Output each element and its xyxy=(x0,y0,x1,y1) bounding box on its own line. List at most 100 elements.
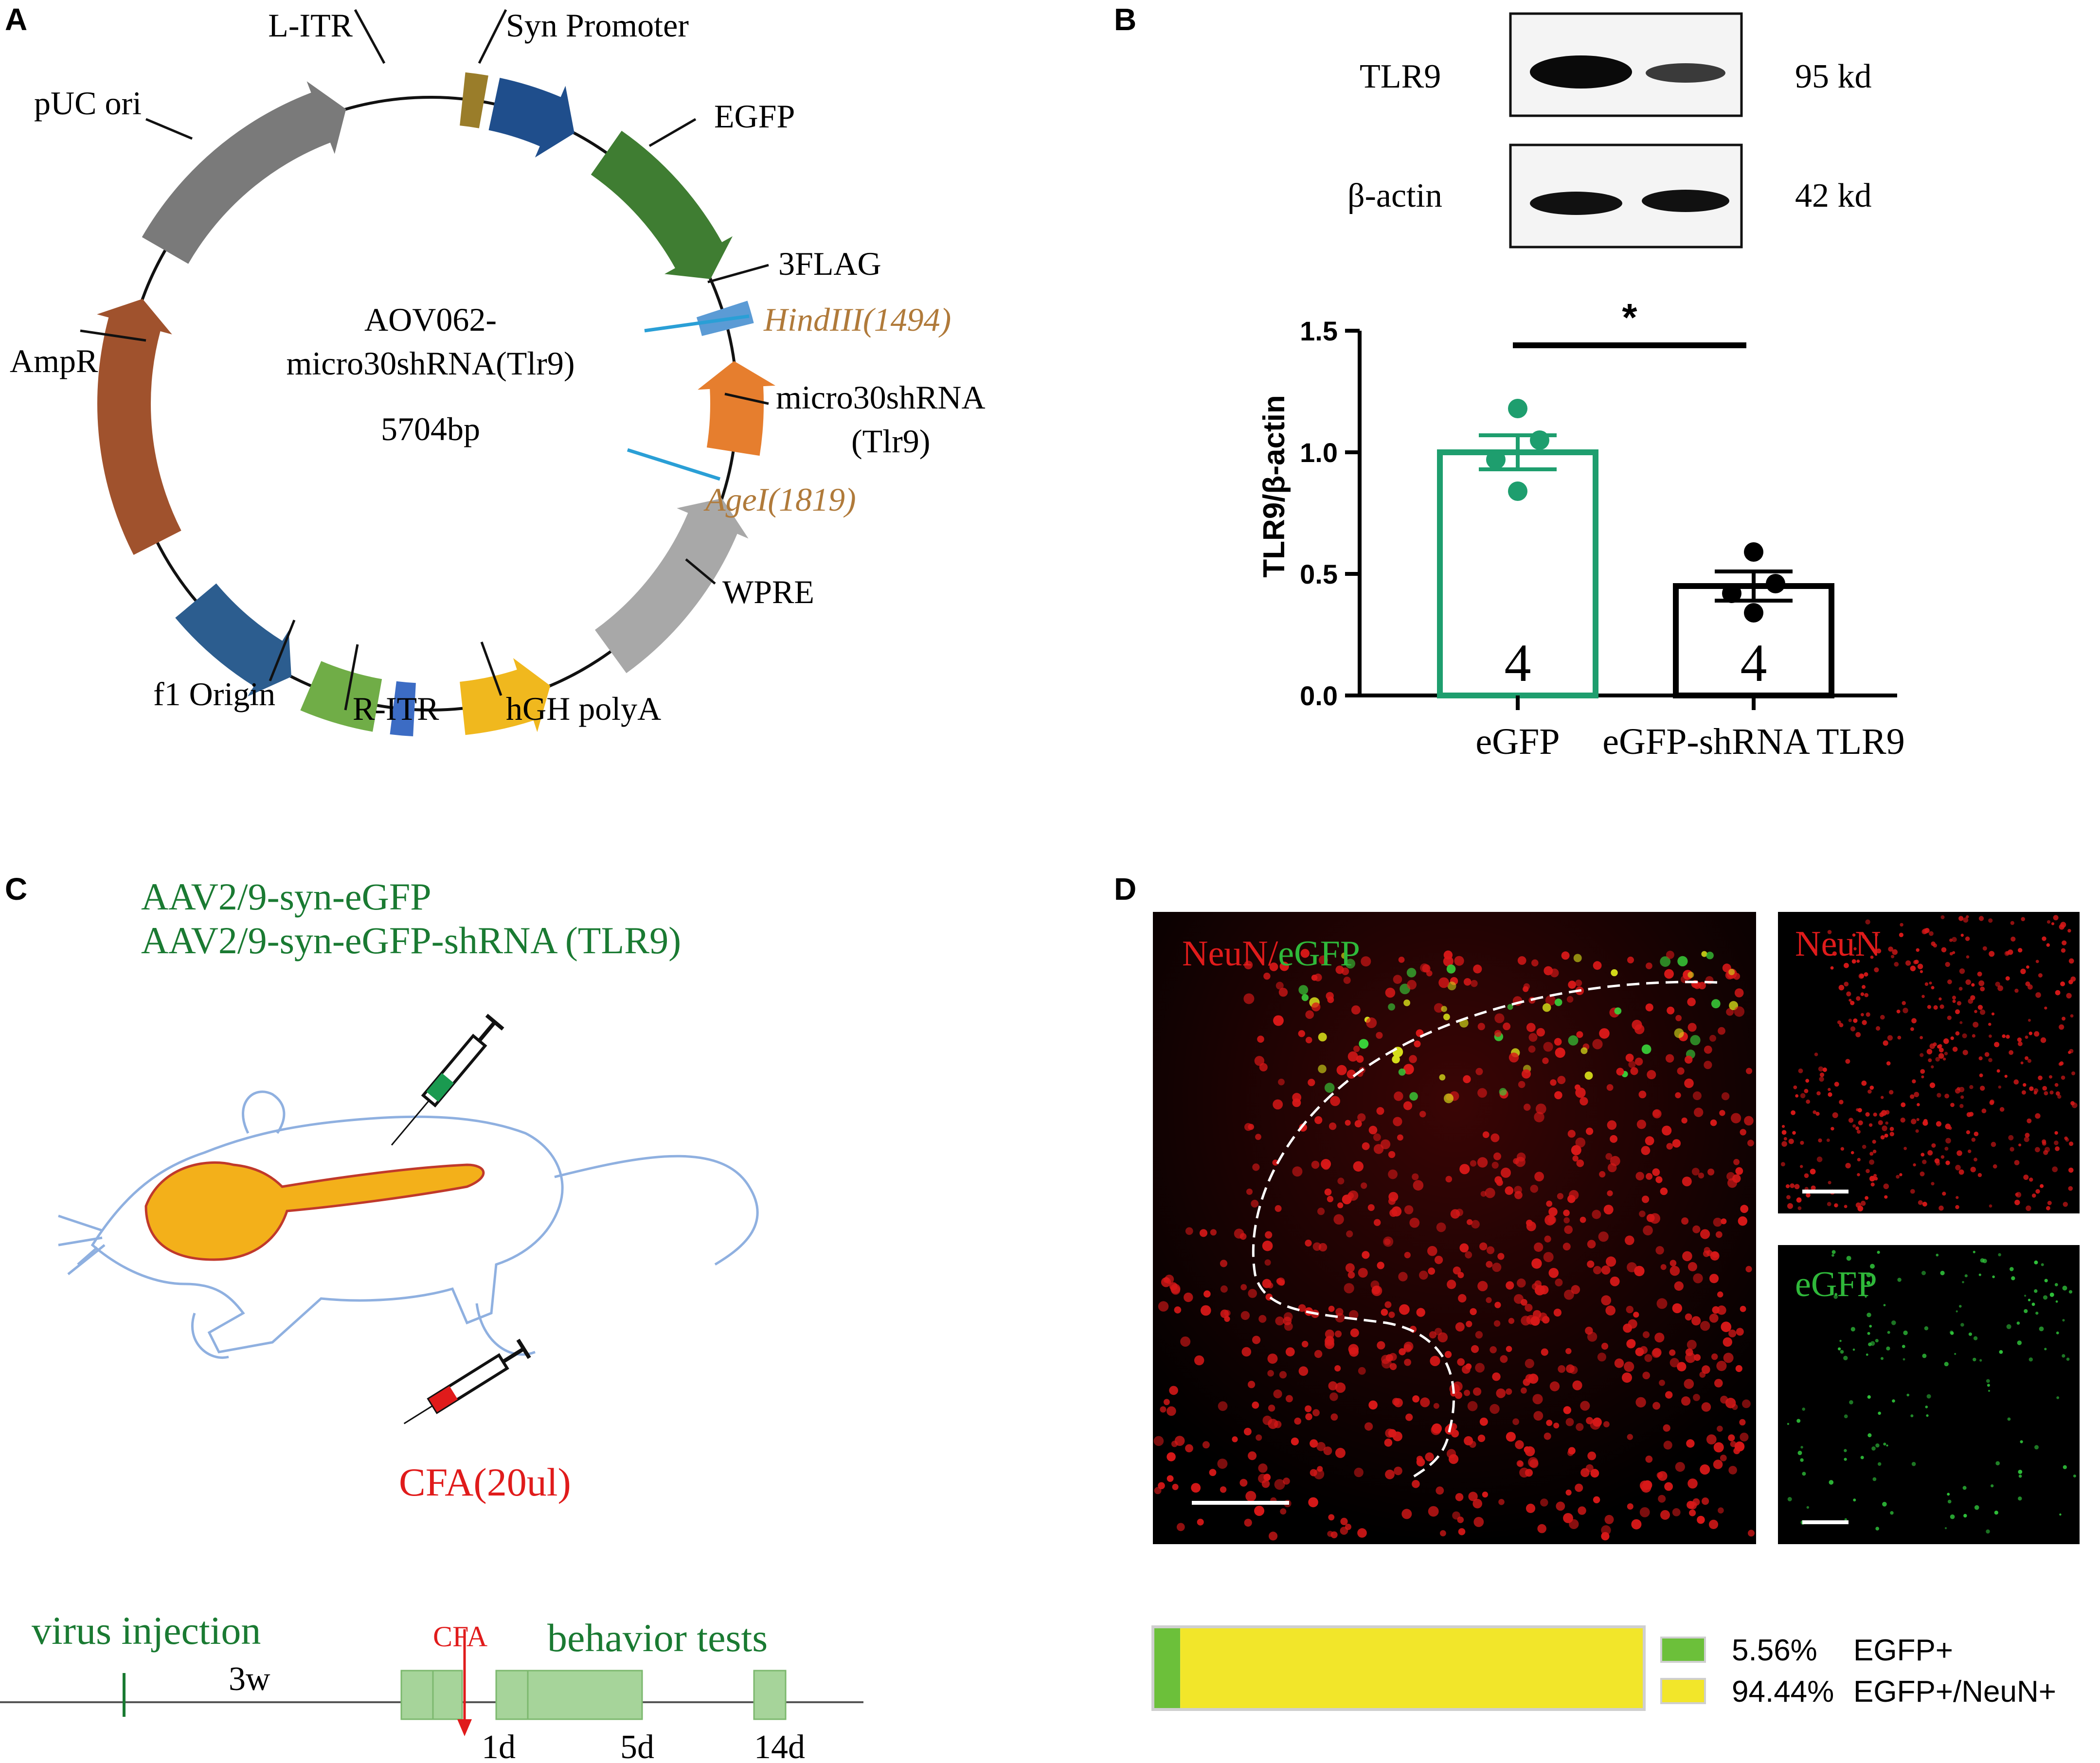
cell-dot xyxy=(1883,1304,1886,1307)
cell-dot xyxy=(1327,996,1334,1003)
cell-dot xyxy=(1962,1486,1967,1490)
feature-ritr xyxy=(390,681,416,737)
cell-dot xyxy=(1875,1443,1880,1448)
cell-dot xyxy=(1440,1530,1446,1537)
cell-dot xyxy=(1727,1178,1737,1188)
cell-dot xyxy=(1894,962,1899,967)
cell-dot xyxy=(1274,1205,1282,1212)
cell-dot xyxy=(1988,1389,1990,1392)
cell-dot xyxy=(1704,1045,1712,1054)
cell-dot xyxy=(1787,1423,1790,1425)
cell-dot xyxy=(1279,962,1289,971)
cell-dot xyxy=(1454,956,1464,966)
cell-dot xyxy=(1345,1263,1355,1273)
cell-dot xyxy=(1850,1151,1854,1155)
cell-dot xyxy=(1658,1495,1666,1503)
egfp-label: eGFP xyxy=(1795,1264,1877,1304)
cell-dot xyxy=(1726,1008,1734,1016)
cell-dot xyxy=(1514,1191,1523,1199)
cell-dot xyxy=(1692,1225,1701,1233)
cell-dot xyxy=(1283,1478,1290,1485)
cell-dot xyxy=(1793,1085,1797,1089)
cell-dot xyxy=(1734,1441,1745,1452)
cell-dot xyxy=(1494,1176,1502,1184)
cell-dot xyxy=(1273,1015,1284,1026)
label-puc-ori: pUC ori xyxy=(34,85,142,122)
cell-dot xyxy=(1572,1155,1579,1162)
cell-dot xyxy=(2055,990,2061,996)
cell-dot xyxy=(1158,1482,1165,1490)
cell-dot xyxy=(1606,1084,1614,1091)
cell-dot xyxy=(2013,1079,2019,1085)
cell-dot xyxy=(1413,1180,1424,1191)
cell-dot xyxy=(1888,946,1893,952)
cell-dot xyxy=(1579,1216,1586,1223)
cell-dot xyxy=(1406,968,1417,978)
cell-dot xyxy=(1506,1388,1512,1395)
cell-dot xyxy=(1840,1350,1844,1354)
cell-dot xyxy=(1248,1289,1257,1298)
cell-dot xyxy=(1631,1519,1642,1530)
cell-dot xyxy=(2046,1206,2050,1211)
cell-dot xyxy=(1728,1466,1737,1475)
cell-dot xyxy=(1447,981,1456,991)
label-3flag: 3FLAG xyxy=(778,245,881,282)
cell-dot xyxy=(1706,951,1714,960)
cell-dot xyxy=(1493,1152,1501,1160)
agei-site-line xyxy=(627,448,721,481)
cell-dot xyxy=(2024,1295,2027,1297)
cell-dot xyxy=(1856,960,1860,963)
cell-dot xyxy=(1885,1121,1888,1125)
cell-dot xyxy=(1692,1091,1702,1101)
cell-dot xyxy=(1503,1022,1511,1031)
cell-dot xyxy=(1240,1311,1250,1320)
chart-n-label: 4 xyxy=(1741,633,1767,693)
cell-dot xyxy=(1884,1195,1888,1199)
cell-dot xyxy=(1388,1311,1395,1318)
cell-dot xyxy=(1666,950,1674,959)
cell-dot xyxy=(1955,1031,1960,1036)
cell-dot xyxy=(1544,1235,1551,1243)
cell-dot xyxy=(1978,1273,1981,1276)
cell-dot xyxy=(1950,1036,1954,1040)
cell-dot xyxy=(1856,1130,1861,1134)
cell-dot xyxy=(1477,1023,1485,1031)
cell-dot xyxy=(1523,986,1529,992)
cell-dot xyxy=(1507,1004,1513,1010)
cell-dot xyxy=(1436,1486,1444,1495)
cell-dot xyxy=(1435,1256,1443,1264)
cell-dot xyxy=(1972,1034,1975,1038)
cell-dot xyxy=(2070,976,2076,982)
cell-dot xyxy=(1716,1360,1727,1371)
cell-dot xyxy=(1886,1444,1888,1447)
cell-dot xyxy=(2062,1354,2065,1358)
cell-dot xyxy=(1865,1196,1869,1200)
cell-dot xyxy=(1739,1419,1746,1425)
cell-dot xyxy=(1494,1013,1505,1023)
cell-dot xyxy=(2010,1147,2014,1152)
cell-dot xyxy=(2020,968,2026,975)
merge-label-egfp: eGFP xyxy=(1278,934,1360,974)
cell-dot xyxy=(1921,995,1925,998)
cell-dot xyxy=(1345,959,1355,969)
cell-dot xyxy=(1556,1501,1565,1511)
cell-dot xyxy=(1844,1458,1847,1461)
cell-dot xyxy=(1802,1472,1806,1476)
cell-dot xyxy=(1477,1281,1488,1291)
cell-dot xyxy=(1463,1075,1471,1084)
cell-dot xyxy=(1575,1087,1586,1098)
cell-dot xyxy=(1383,1236,1394,1247)
cell-dot xyxy=(2068,1051,2071,1054)
cell-dot xyxy=(1689,1509,1696,1516)
cell-dot xyxy=(1241,1347,1252,1357)
cell-dot xyxy=(2040,1184,2044,1188)
cell-dot xyxy=(1996,1069,2000,1073)
cell-dot xyxy=(1693,1273,1703,1283)
cell-dot xyxy=(1314,1350,1323,1358)
label-shrna-1: micro30shRNA xyxy=(776,379,986,416)
cell-dot xyxy=(1881,1096,1884,1099)
label-f1-origin: f1 Origin xyxy=(153,676,275,712)
cell-dot xyxy=(1831,1250,1836,1254)
cell-dot xyxy=(1698,1173,1705,1179)
cell-dot xyxy=(1800,1458,1804,1462)
